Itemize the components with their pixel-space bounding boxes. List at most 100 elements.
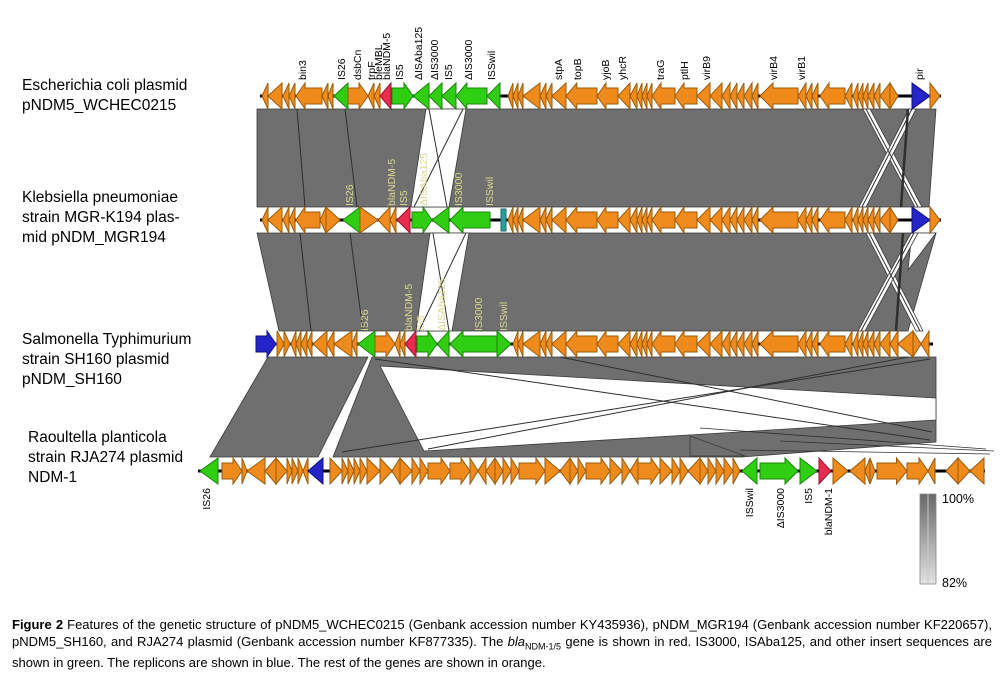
gene-label: IS5 bbox=[443, 64, 455, 80]
legend-bottom-label: 82% bbox=[942, 576, 967, 590]
gene-arrow bbox=[646, 206, 653, 234]
gene-arrow bbox=[389, 206, 397, 234]
gene-label: blaNDM-5 bbox=[403, 284, 415, 331]
gene-arrow bbox=[849, 456, 866, 486]
gene-arrow bbox=[879, 81, 891, 111]
gene-arrow bbox=[357, 329, 376, 359]
gene-arrow bbox=[347, 81, 369, 111]
gene-arrow bbox=[759, 81, 799, 111]
gene-label: yhcR bbox=[617, 56, 629, 80]
gene-arrow bbox=[366, 456, 381, 486]
gene-arrow bbox=[819, 81, 846, 111]
gene-arrow bbox=[512, 82, 519, 110]
gene-arrow bbox=[545, 330, 553, 358]
gene-arrow bbox=[629, 82, 638, 110]
gene-arrow bbox=[374, 329, 396, 359]
gene-arrow bbox=[811, 330, 819, 358]
gene-arrow bbox=[741, 456, 758, 486]
gene-arrow bbox=[569, 456, 579, 486]
gene-arrow bbox=[199, 457, 219, 485]
gene-arrow bbox=[512, 330, 519, 358]
gene-arrow bbox=[629, 206, 638, 234]
gene-arrow bbox=[545, 82, 553, 110]
gene-arrow bbox=[832, 456, 849, 486]
gene-arrow bbox=[342, 205, 361, 235]
homology-boundary-line bbox=[861, 108, 913, 208]
gene-arrow bbox=[255, 329, 277, 359]
homology-boundary-line bbox=[779, 440, 995, 452]
gene-arrow bbox=[347, 457, 355, 485]
gene-arrow bbox=[276, 330, 285, 358]
gene-arrow bbox=[288, 82, 296, 110]
gene-arrow bbox=[862, 206, 869, 234]
gene-arrow bbox=[295, 330, 302, 358]
gene-arrow bbox=[876, 456, 908, 486]
gene-arrow bbox=[617, 81, 631, 111]
gene-arrow bbox=[751, 206, 759, 234]
gene-label: traG bbox=[655, 60, 667, 80]
gene-arrow bbox=[636, 206, 643, 234]
gene-arrow bbox=[889, 205, 899, 235]
gene-arrow bbox=[367, 82, 375, 110]
gene-arrow bbox=[539, 330, 547, 358]
gene-label: pir bbox=[914, 68, 926, 80]
gene-label: IS5 bbox=[394, 64, 406, 80]
gene-arrow bbox=[341, 457, 349, 485]
gene-arrow bbox=[873, 206, 881, 234]
gene-arrow bbox=[637, 456, 661, 486]
gene-label: ISSwil bbox=[484, 177, 496, 206]
homology-boundary-line bbox=[739, 449, 991, 455]
gene-label: ΔISAba125 bbox=[413, 27, 425, 80]
gene-arrow bbox=[873, 330, 881, 358]
gene-arrow bbox=[636, 82, 643, 110]
gene-label: blaNDM-5 bbox=[386, 159, 398, 206]
track-title: Escherichia coli plasmid bbox=[22, 77, 187, 94]
homology-boundary-line bbox=[868, 232, 921, 332]
gene-arrow bbox=[629, 330, 638, 358]
gene-label: bin3 bbox=[297, 60, 309, 80]
gene-arrow bbox=[419, 456, 429, 486]
gene-arrow bbox=[609, 456, 623, 486]
homology-boundary-line bbox=[894, 232, 905, 332]
gene-arrow bbox=[889, 329, 899, 359]
gene-arrow bbox=[522, 81, 541, 111]
gene-label: IS26 bbox=[359, 309, 371, 331]
gene-arrow bbox=[736, 82, 745, 110]
homology-boundary-line bbox=[413, 108, 464, 208]
gene-arrow bbox=[867, 330, 875, 358]
gene-arrow bbox=[399, 330, 406, 358]
gene-arrow bbox=[709, 81, 723, 111]
gene-arrow bbox=[969, 456, 985, 486]
gene-arrow bbox=[687, 456, 701, 486]
identity-legend: 100%82% bbox=[919, 492, 974, 590]
gene-label: IS3000 bbox=[453, 173, 465, 206]
gene-arrow bbox=[721, 329, 731, 359]
gene-label: IS5 bbox=[803, 488, 815, 504]
gene-arrow bbox=[732, 457, 741, 485]
gene-arrow bbox=[290, 330, 297, 358]
gene-arrow bbox=[319, 206, 327, 234]
gene-arrow bbox=[585, 456, 611, 486]
gene-label: blaNDM-5 bbox=[381, 33, 393, 80]
gene-label: ISSwil bbox=[486, 51, 498, 80]
homology-boundary-line bbox=[865, 108, 919, 208]
gene-label: ΔIS3000 bbox=[429, 40, 441, 80]
track-title: Salmonella Typhimurium bbox=[22, 331, 191, 348]
gene-arrow bbox=[945, 456, 959, 486]
gene-arrow bbox=[436, 329, 450, 359]
track-title: strain SH160 plasmid bbox=[22, 351, 169, 368]
gene-arrow bbox=[646, 82, 653, 110]
homology-boundary-line bbox=[432, 232, 450, 332]
homology-boundary-line bbox=[341, 358, 931, 453]
gene-arrow bbox=[751, 330, 759, 358]
gene-arrow bbox=[641, 206, 648, 234]
gene-arrow bbox=[411, 205, 433, 235]
gene-arrow bbox=[507, 206, 514, 234]
gene-arrow bbox=[911, 206, 931, 234]
gene-arrow bbox=[283, 330, 291, 358]
gene-label: IS3000 bbox=[473, 298, 485, 331]
gene-arrow bbox=[596, 81, 619, 111]
gene-arrow bbox=[539, 82, 547, 110]
